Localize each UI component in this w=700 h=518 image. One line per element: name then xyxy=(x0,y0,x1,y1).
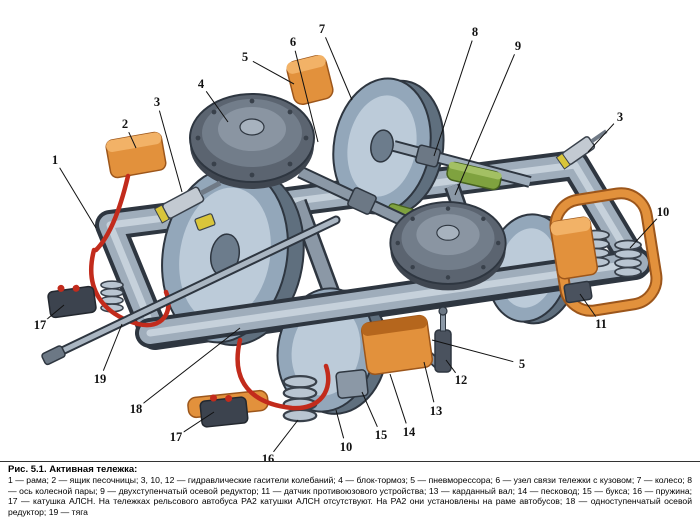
callout-19: 19 xyxy=(92,371,108,386)
alsn-coil-left xyxy=(45,279,98,319)
axle-box xyxy=(335,369,369,399)
callout-10: 10 xyxy=(655,204,671,219)
antiskid-sensor xyxy=(563,280,593,304)
figure-caption: Рис. 5.1. Активная тележка: 1 — рама; 2 … xyxy=(0,461,700,518)
callout-3: 3 xyxy=(152,94,162,109)
figure-parts-list: 1 — рама; 2 — ящик песочницы; 3, 10, 12 … xyxy=(8,475,692,517)
callout-1: 1 xyxy=(50,152,60,167)
callout-7: 7 xyxy=(317,21,327,36)
damper-top-left xyxy=(154,180,222,224)
callout-10: 10 xyxy=(338,439,354,454)
sand-box xyxy=(105,131,167,179)
bracket-yellow xyxy=(194,213,216,231)
callout-18: 18 xyxy=(128,401,144,416)
callout-2: 2 xyxy=(120,116,130,131)
air-spring-bottom xyxy=(360,314,434,376)
callout-12: 12 xyxy=(453,372,469,387)
callout-13: 13 xyxy=(428,403,444,418)
callout-17: 17 xyxy=(168,429,184,444)
air-spring-top xyxy=(286,54,334,106)
figure-title: Рис. 5.1. Активная тележка: xyxy=(8,464,138,475)
callout-17: 17 xyxy=(32,317,48,332)
callout-3: 3 xyxy=(615,109,625,124)
callout-5: 5 xyxy=(240,49,250,64)
damper-vertical xyxy=(434,306,452,373)
callout-8: 8 xyxy=(470,24,480,39)
callout-6: 6 xyxy=(288,34,298,49)
callout-11: 11 xyxy=(594,316,608,331)
callout-9: 9 xyxy=(513,38,523,53)
gearbox-drum-left xyxy=(189,93,315,190)
callout-5: 5 xyxy=(517,356,527,371)
gearbox-drum-right xyxy=(389,201,507,292)
callout-4: 4 xyxy=(196,76,206,91)
frame-front-beam xyxy=(135,248,652,348)
callout-15: 15 xyxy=(373,427,389,442)
bogie-artwork xyxy=(41,54,663,429)
air-spring-right xyxy=(549,216,599,280)
callout-14: 14 xyxy=(401,424,417,439)
